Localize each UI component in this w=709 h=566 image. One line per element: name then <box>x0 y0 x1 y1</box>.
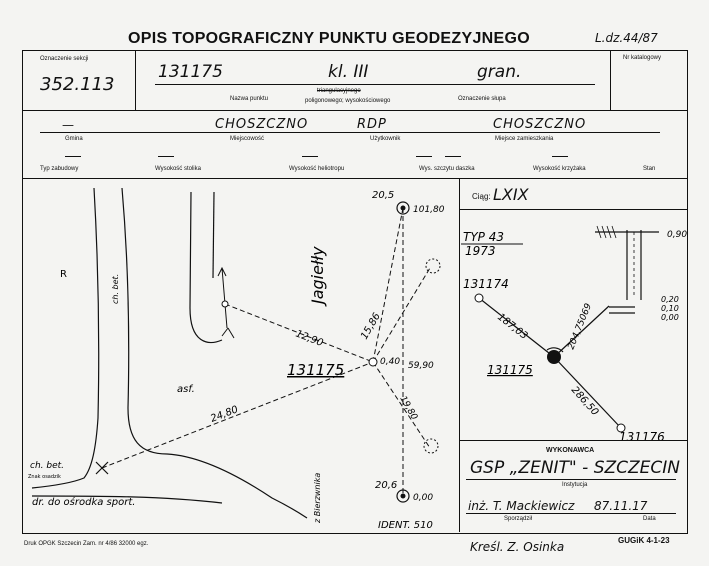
oznaczenie-slupa-label: Oznaczenie słupa <box>458 96 506 102</box>
druk-info: Druk OPGK Szczecin Zam. nr 4/86 32000 eg… <box>24 541 149 547</box>
triangulacyjnego-label: triangulacyjnego <box>317 88 361 94</box>
sketch-top-right: 101,80 <box>413 205 445 215</box>
sketch-ch-bet-top: ch. bet. <box>111 274 120 304</box>
wysokosc-stolika-label: Wysokość stolika <box>155 166 201 172</box>
oznaczenie-sekcji-label: Oznaczenie sekcji <box>40 56 89 62</box>
typ-znaku-value: gran. <box>477 62 522 82</box>
sketch-asf-label: asf. <box>177 384 195 395</box>
wysokosc-krzyzaka-label: Wysokość krzyżaka <box>533 166 586 172</box>
sketch-bot-left: 20,6 <box>375 480 397 491</box>
wys-szczytu-daszka-label: Wys. szczytu daszka <box>419 166 475 172</box>
miejsce-zamieszkania-label: Miejsce zamieszkania <box>495 136 554 142</box>
wykonawca-name: GSP „ZENIT" - SZCZECIN <box>470 458 680 478</box>
sporzadzil-label: Sporządził <box>504 516 533 522</box>
form-frame <box>22 50 688 534</box>
doc-number: L.dz.44/87 <box>595 31 658 45</box>
nazwa-punktu-value: 131175 <box>158 62 223 82</box>
sketch-d-15-86: 15,86 <box>359 311 383 341</box>
sketch-znak-label: Znak osadzik <box>28 474 61 480</box>
sporzadzil-value: inż. T. Mackiewicz <box>468 499 575 513</box>
uzytkownik-label: Użytkownik <box>370 136 401 142</box>
date-label: Data <box>643 516 656 522</box>
miejsce-zamieszkania-value: CHOSZCZNO <box>493 117 587 132</box>
sketch-d-24-80: 24,80 <box>209 404 240 425</box>
ciag-p-left: 131174 <box>463 277 509 291</box>
ciag-year: 1973 <box>465 244 496 258</box>
sketch-road-label: dr. do ośrodka sport. <box>32 496 135 508</box>
ciag-p-right: 131176 <box>619 430 665 440</box>
gmina-label: Gmina <box>65 136 83 142</box>
miejscowosc-value: CHOSZCZNO <box>215 117 309 132</box>
klasa-value: kl. III <box>328 62 369 82</box>
sketch-ch-bet-bottom: ch. bet. <box>30 461 64 471</box>
poligonowego-label: poligonowego; wysokościowego <box>305 98 391 104</box>
typ-zabudowy-label: Typ zabudowy <box>40 166 79 172</box>
ciag-h1: 0,90 <box>667 230 687 240</box>
location-sketch: R ch. bet. Jagiełły asf. 131175 12,90 15… <box>28 187 445 531</box>
sketch-d-59-90: 59,90 <box>408 361 434 371</box>
ciag-label: Ciąg: <box>472 192 491 201</box>
ciag-d1: 187,03 <box>495 312 529 342</box>
kreslil: Kreśl. Z. Osinka <box>470 540 565 554</box>
nr-katalogowy-label: Nr katalogowy <box>623 55 662 61</box>
sketch-point-label: 131175 <box>287 361 344 379</box>
instytucja-label: Instytucja <box>562 482 588 488</box>
wysokosc-heliotropu-label: Wysokość heliotropu <box>289 166 345 172</box>
ciag-angle: 204,75069 <box>567 302 595 351</box>
uzytkownik-value: RDP <box>357 117 387 132</box>
page-title: OPIS TOPOGRAFICZNY PUNKTU GEODEZYJNEGO <box>128 30 530 47</box>
ciag-p-mid: 131175 <box>487 363 533 377</box>
ciag-diagram: TYP 43 1973 131174 131175 131176 187,03 … <box>461 225 687 440</box>
sketch-ident: IDENT. 510 <box>378 520 433 531</box>
ciag-typ: TYP 43 <box>463 230 504 244</box>
miejscowosc-label: Miejscowość <box>230 136 265 142</box>
wykonawca-label: WYKONAWCA <box>546 447 595 454</box>
nazwa-punktu-label: Nazwa punktu <box>230 96 269 102</box>
form-code: GUGiK 4-1-23 <box>618 536 670 545</box>
sketch-d-19-80: 19,80 <box>397 395 419 423</box>
ciag-value: LXIX <box>493 185 529 204</box>
sketch-bot-right: 0,00 <box>413 493 433 503</box>
gmina-value: — <box>62 118 74 132</box>
sketch-d-12-90: 12,90 <box>294 329 325 350</box>
ciag-h3: 0,10 <box>661 304 679 313</box>
ciag-h4: 0,00 <box>661 313 679 322</box>
sketch-street-label: Jagiełły <box>308 246 327 307</box>
sekcja-value: 352.113 <box>40 74 115 95</box>
ciag-h2: 0,20 <box>661 295 679 304</box>
sketch-top-left: 20,5 <box>372 190 394 201</box>
sketch-r-label: R <box>60 269 67 280</box>
sketch-d-0-40: 0,40 <box>380 357 400 367</box>
date-value: 87.11.17 <box>594 499 648 513</box>
sketch-z-bierzwnika: z Bierzwnika <box>313 473 322 524</box>
stan-label: Stan <box>643 166 656 172</box>
